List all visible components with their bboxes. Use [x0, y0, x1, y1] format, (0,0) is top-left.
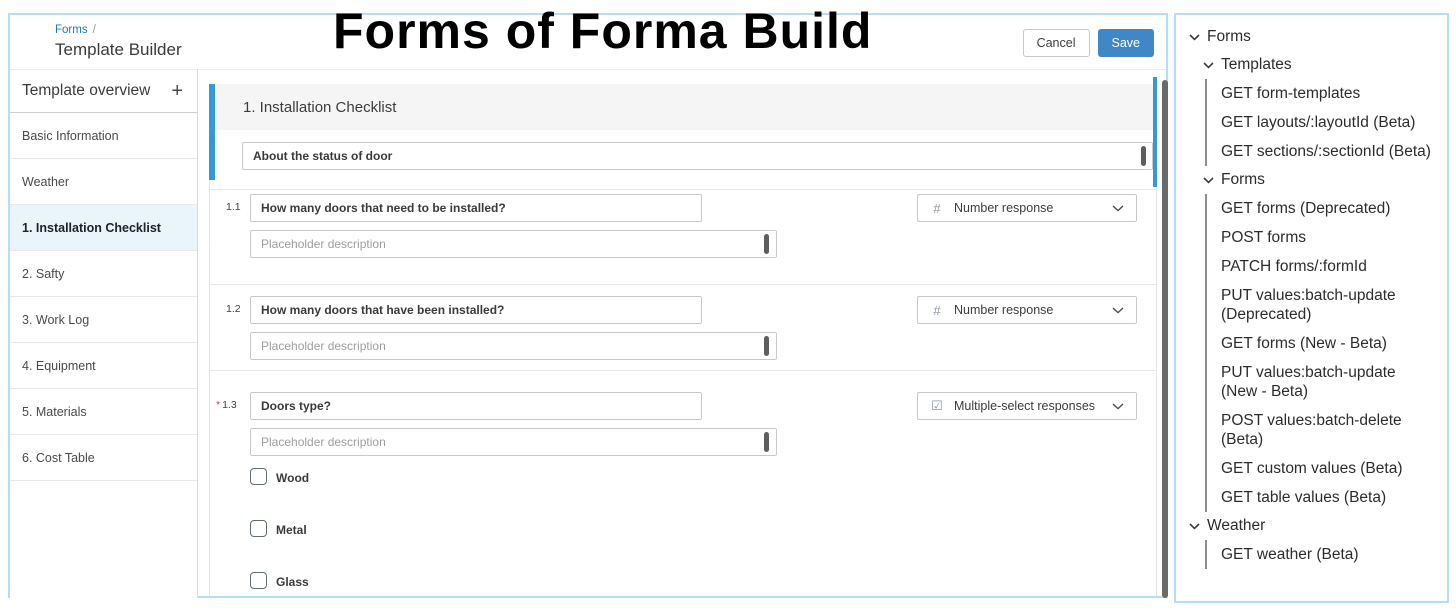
- chevron-down-icon: [1189, 522, 1200, 530]
- cancel-button[interactable]: Cancel: [1022, 29, 1090, 57]
- breadcrumb-separator: /: [92, 24, 96, 36]
- chevron-down-icon: [1189, 33, 1200, 41]
- api-nav-item[interactable]: GET weather (Beta): [1221, 546, 1359, 563]
- sidebar-item-materials[interactable]: 5. Materials: [10, 389, 197, 435]
- section-accent-stripe-right: [1153, 77, 1157, 187]
- breadcrumb-forms-link[interactable]: Forms: [55, 24, 88, 36]
- api-nav-item[interactable]: GET sections/:sectionId (Beta): [1221, 143, 1431, 160]
- response-type-label: Multiple-select responses: [954, 399, 1096, 413]
- question-1-2-scroll-handle[interactable]: [764, 336, 769, 356]
- save-button[interactable]: Save: [1097, 29, 1154, 57]
- question-1-3-scroll-handle[interactable]: [764, 432, 769, 452]
- question-1-3-description-input[interactable]: [250, 428, 777, 456]
- question-number: *1.3: [216, 399, 237, 411]
- api-nav-item[interactable]: GET forms (New - Beta): [1221, 335, 1387, 352]
- question-1-2-text-input[interactable]: [250, 296, 702, 324]
- option-checkbox-wood[interactable]: [250, 468, 267, 485]
- divider: [210, 189, 1156, 190]
- number-response-icon: #: [933, 200, 941, 216]
- sidebar-item-safty[interactable]: 2. Safty: [10, 251, 197, 297]
- template-builder-panel: Forms / Template Builder Cancel Save Temp…: [8, 13, 1168, 598]
- sidebar-item-installation-checklist[interactable]: 1. Installation Checklist: [10, 205, 197, 251]
- api-reference-nav: Forms Templates GET form-templates GET l…: [1174, 13, 1449, 603]
- option-label: Metal: [276, 523, 307, 537]
- api-nav-item[interactable]: GET layouts/:layoutId (Beta): [1221, 114, 1416, 131]
- response-type-label: Number response: [954, 303, 1054, 317]
- sidebar-item-cost-table[interactable]: 6. Cost Table: [10, 435, 197, 481]
- number-response-icon: #: [933, 302, 941, 318]
- chevron-down-icon: [1203, 61, 1214, 69]
- section-title: 1. Installation Checklist: [243, 98, 397, 116]
- add-section-icon[interactable]: +: [171, 80, 183, 102]
- sidebar-item-work-log[interactable]: 3. Work Log: [10, 297, 197, 343]
- sidebar-item-basic-information[interactable]: Basic Information: [10, 113, 197, 159]
- section-header[interactable]: 1. Installation Checklist: [209, 84, 1157, 130]
- question-1-3-response-type-dropdown[interactable]: ☑ Multiple-select responses: [917, 392, 1137, 420]
- api-nav-leaf-group: GET weather (Beta): [1205, 540, 1441, 569]
- sidebar-header: Template overview +: [10, 70, 197, 113]
- question-1-3-text-input[interactable]: [250, 392, 702, 420]
- template-overview-sidebar: Template overview + Basic Information We…: [10, 70, 198, 598]
- page-title: Template Builder: [55, 40, 182, 59]
- question-1-2-description-input[interactable]: [250, 332, 777, 360]
- required-asterisk: *: [216, 399, 221, 411]
- api-nav-item[interactable]: PATCH forms/:formId: [1221, 258, 1367, 275]
- breadcrumb: Forms /: [55, 24, 96, 36]
- sidebar-item-weather[interactable]: Weather: [10, 159, 197, 205]
- chevron-down-icon: [1203, 176, 1214, 184]
- api-nav-item[interactable]: PUT values:batch-update (Deprecated): [1221, 287, 1396, 323]
- api-nav-leaf-group: GET form-templates GET layouts/:layoutId…: [1205, 79, 1441, 166]
- question-number: 1.2: [226, 303, 241, 315]
- api-nav-item[interactable]: POST forms: [1221, 229, 1306, 246]
- chevron-down-icon: [1112, 306, 1124, 314]
- option-label: Glass: [276, 575, 309, 589]
- sidebar-title: Template overview: [22, 82, 151, 99]
- api-nav-group-forms-sub[interactable]: Forms: [1176, 166, 1441, 194]
- builder-header: Forms / Template Builder Cancel Save: [10, 15, 1166, 70]
- sidebar-item-equipment[interactable]: 4. Equipment: [10, 343, 197, 389]
- api-nav-group-weather[interactable]: Weather: [1176, 512, 1441, 540]
- api-nav-group-forms[interactable]: Forms: [1176, 23, 1441, 51]
- page-banner-title: Forms of Forma Build: [333, 3, 873, 59]
- question-1-2-response-type-dropdown[interactable]: # Number response: [917, 296, 1137, 324]
- option-label: Wood: [276, 471, 310, 485]
- question-1-1-response-type-dropdown[interactable]: # Number response: [917, 194, 1137, 222]
- api-nav-item[interactable]: PUT values:batch-update (New - Beta): [1221, 364, 1396, 400]
- option-checkbox-glass[interactable]: [250, 572, 267, 589]
- response-type-label: Number response: [954, 201, 1054, 215]
- question-1-1-scroll-handle[interactable]: [764, 234, 769, 254]
- api-nav-item[interactable]: GET forms (Deprecated): [1221, 200, 1391, 217]
- description-scroll-handle[interactable]: [1141, 146, 1146, 166]
- question-number: 1.1: [226, 201, 241, 213]
- section-accent-stripe-left: [209, 84, 215, 180]
- multiselect-response-icon: ☑: [931, 398, 943, 413]
- divider: [210, 370, 1156, 371]
- api-nav-item[interactable]: GET form-templates: [1221, 85, 1361, 102]
- question-1-1-text-input[interactable]: [250, 194, 702, 222]
- api-nav-leaf-group: GET forms (Deprecated) POST forms PATCH …: [1205, 194, 1441, 512]
- header-actions: Cancel Save: [1022, 29, 1154, 57]
- api-nav-item[interactable]: GET custom values (Beta): [1221, 460, 1403, 477]
- chevron-down-icon: [1112, 204, 1124, 212]
- divider: [210, 284, 1156, 285]
- api-nav-item[interactable]: GET table values (Beta): [1221, 489, 1387, 506]
- chevron-down-icon: [1112, 402, 1124, 410]
- question-1-1-description-input[interactable]: [250, 230, 777, 258]
- api-nav-group-templates[interactable]: Templates: [1176, 51, 1441, 79]
- scrollbar-thumb[interactable]: [1162, 80, 1168, 598]
- section-description-input[interactable]: [242, 142, 1153, 170]
- option-checkbox-metal[interactable]: [250, 520, 267, 537]
- api-nav-item[interactable]: POST values:batch-delete (Beta): [1221, 412, 1402, 448]
